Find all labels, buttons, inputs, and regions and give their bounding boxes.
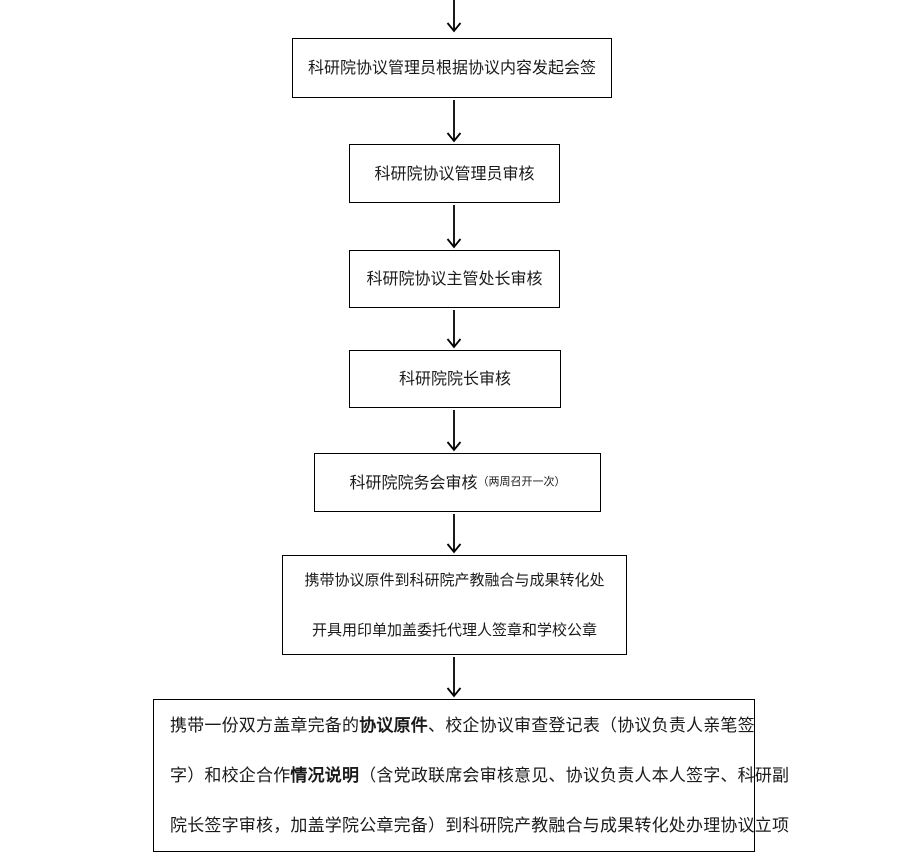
flow-arrow-5 — [446, 514, 462, 554]
flow-node-line: 字）和校企合作情况说明（含党政联席会审核意见、协议负责人本人签字、科研副 — [170, 751, 789, 801]
flow-node-line: 开具用印单加盖委托代理人签章和学校公章 — [311, 621, 597, 639]
text-segment-bold: 情况说明 — [290, 765, 360, 786]
flow-node-president-review: 科研院院长审核 — [349, 350, 561, 408]
flow-arrow-3 — [446, 310, 462, 349]
flow-node-council-review: 科研院院务会审核（两周召开一次） — [314, 453, 601, 512]
flow-node-label: 科研院协议管理员审核 — [374, 163, 535, 183]
flow-node-project-filing: 携带一份双方盖章完备的协议原件、校企协议审查登记表（协议负责人亲笔签 字）和校企… — [153, 699, 789, 852]
flow-arrow-4 — [446, 410, 462, 452]
text-segment-bold: 协议原件 — [359, 715, 429, 736]
text-segment: 字）和校企合作 — [170, 765, 291, 786]
flow-arrow-6 — [446, 657, 462, 698]
flow-node-admin-review: 科研院协议管理员审核 — [349, 144, 560, 203]
flow-arrow-entry — [446, 0, 462, 33]
flow-node-label: 科研院院务会审核 — [349, 472, 478, 492]
flow-node-initiate-countersign: 科研院协议管理员根据协议内容发起会签 — [292, 38, 612, 98]
flow-node-note: （两周召开一次） — [477, 475, 566, 489]
flow-node-label: 科研院协议主管处长审核 — [366, 269, 543, 289]
flow-node-label: 科研院协议管理员根据协议内容发起会签 — [307, 58, 596, 78]
text-segment: 、校企协议审查登记表（协议负责人亲笔签 — [428, 715, 755, 736]
flow-arrow-2 — [446, 205, 462, 249]
flow-node-line: 院长签字审核，加盖学院公章完备）到科研院产教融合与成果转化处办理协议立项 — [170, 801, 789, 851]
text-segment: 携带一份双方盖章完备的 — [170, 715, 360, 736]
flow-node-division-chief-review: 科研院协议主管处长审核 — [349, 250, 560, 308]
flow-node-seal-application: 携带协议原件到科研院产教融合与成果转化处 开具用印单加盖委托代理人签章和学校公章 — [282, 555, 627, 655]
flow-node-line: 携带一份双方盖章完备的协议原件、校企协议审查登记表（协议负责人亲笔签 — [170, 701, 755, 751]
text-segment: （含党政联席会审核意见、协议负责人本人签字、科研副 — [359, 765, 790, 786]
text-segment: 院长签字审核，加盖学院公章完备）到科研院产教融合与成果转化处办理协议立项 — [170, 815, 790, 836]
flow-arrow-1 — [446, 100, 462, 143]
flow-node-line: 携带协议原件到科研院产教融合与成果转化处 — [304, 571, 605, 589]
flow-node-label: 科研院院长审核 — [398, 369, 511, 389]
